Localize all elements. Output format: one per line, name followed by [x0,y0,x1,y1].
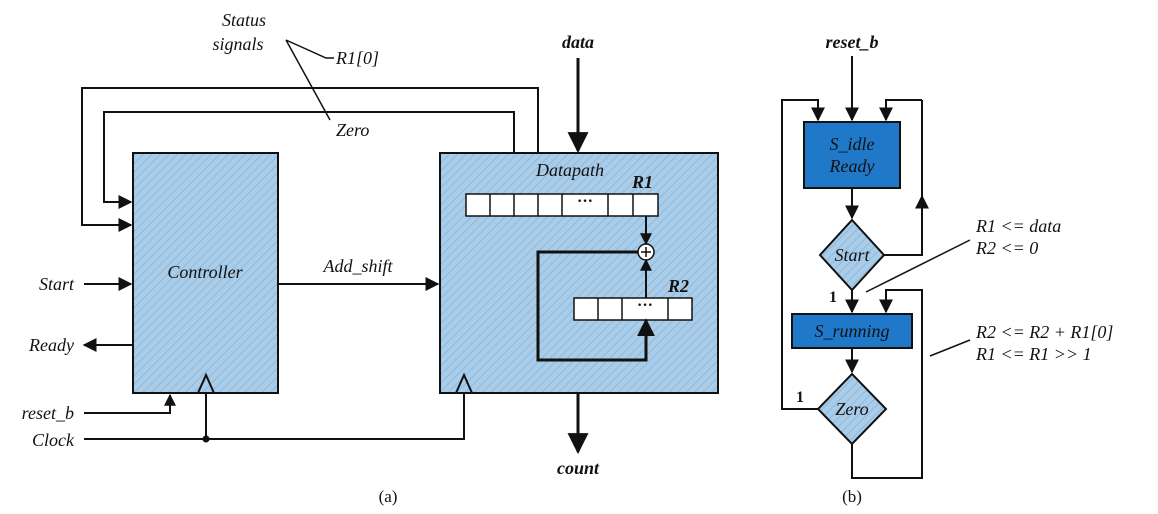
caption-b: (b) [842,487,862,506]
caption-a: (a) [379,487,398,506]
zero-false-path [851,289,923,479]
r1-register [465,193,659,217]
start-decision-label: Start [834,245,870,265]
count-label: count [557,458,600,478]
start-true-one-label: 1 [829,289,837,306]
zero-true-path [781,99,825,410]
s-idle-label: S_idle [830,134,875,154]
action1-leader-line [865,239,971,293]
action1-line1: R1 <= data [975,216,1061,236]
action2-leader-line [929,339,971,357]
return-to-idle-right [879,99,922,122]
r2-register-label: R2 [667,276,689,296]
ready-label: Ready [28,335,74,355]
r1-0-label: R1[0] [335,48,379,68]
controller-label: Controller [167,262,243,282]
r2-register [573,297,693,321]
datapath-clock-input-icon [455,372,473,394]
r2-ellipsis: ··· [637,297,653,314]
action1-line2: R2 <= 0 [975,238,1038,258]
datapath-block [439,152,719,394]
adder-to-r2-feedback-wire [536,250,655,362]
r1-0-status-wire [81,87,539,232]
controller-clock-input-icon [197,372,215,394]
status-signals-label-line2: signals [212,34,263,54]
action2-line2: R1 <= R1 >> 1 [975,344,1092,364]
add-shift-label: Add_shift [322,256,393,276]
zero-label: Zero [336,120,369,140]
s-running-label: S_running [814,321,889,341]
reset-b-wire [84,393,176,414]
start-false-path [884,194,929,256]
action2-line1: R2 <= R2 + R1[0] [975,322,1113,342]
controller-block [132,152,279,394]
panel-a: Controller Datapath ··· R1 ··· R2 [22,10,719,506]
data-label: data [562,32,594,52]
panel-b: reset_b S_idle Ready Start 1 R1 <= data … [781,32,1113,506]
r1-ellipsis: ··· [577,193,593,210]
datapath-label: Datapath [535,160,604,180]
clock-label: Clock [32,430,75,450]
reset-b-label: reset_b [22,403,74,423]
asm-reset-b-label: reset_b [826,32,879,52]
status-signals-label-line1: Status [222,10,266,30]
s-idle-state-box [803,121,901,189]
r1-0-leader-line [285,39,334,59]
zero-decision-label: Zero [835,399,868,419]
r1-register-label: R1 [631,172,653,192]
clock-junction-dot [202,435,210,443]
zero-leader-line [285,39,331,121]
ready-output-label: Ready [829,156,875,176]
zero-true-one-label: 1 [796,389,804,406]
clock-wire [84,393,465,440]
zero-status-wire [103,111,515,209]
start-label: Start [39,274,75,294]
